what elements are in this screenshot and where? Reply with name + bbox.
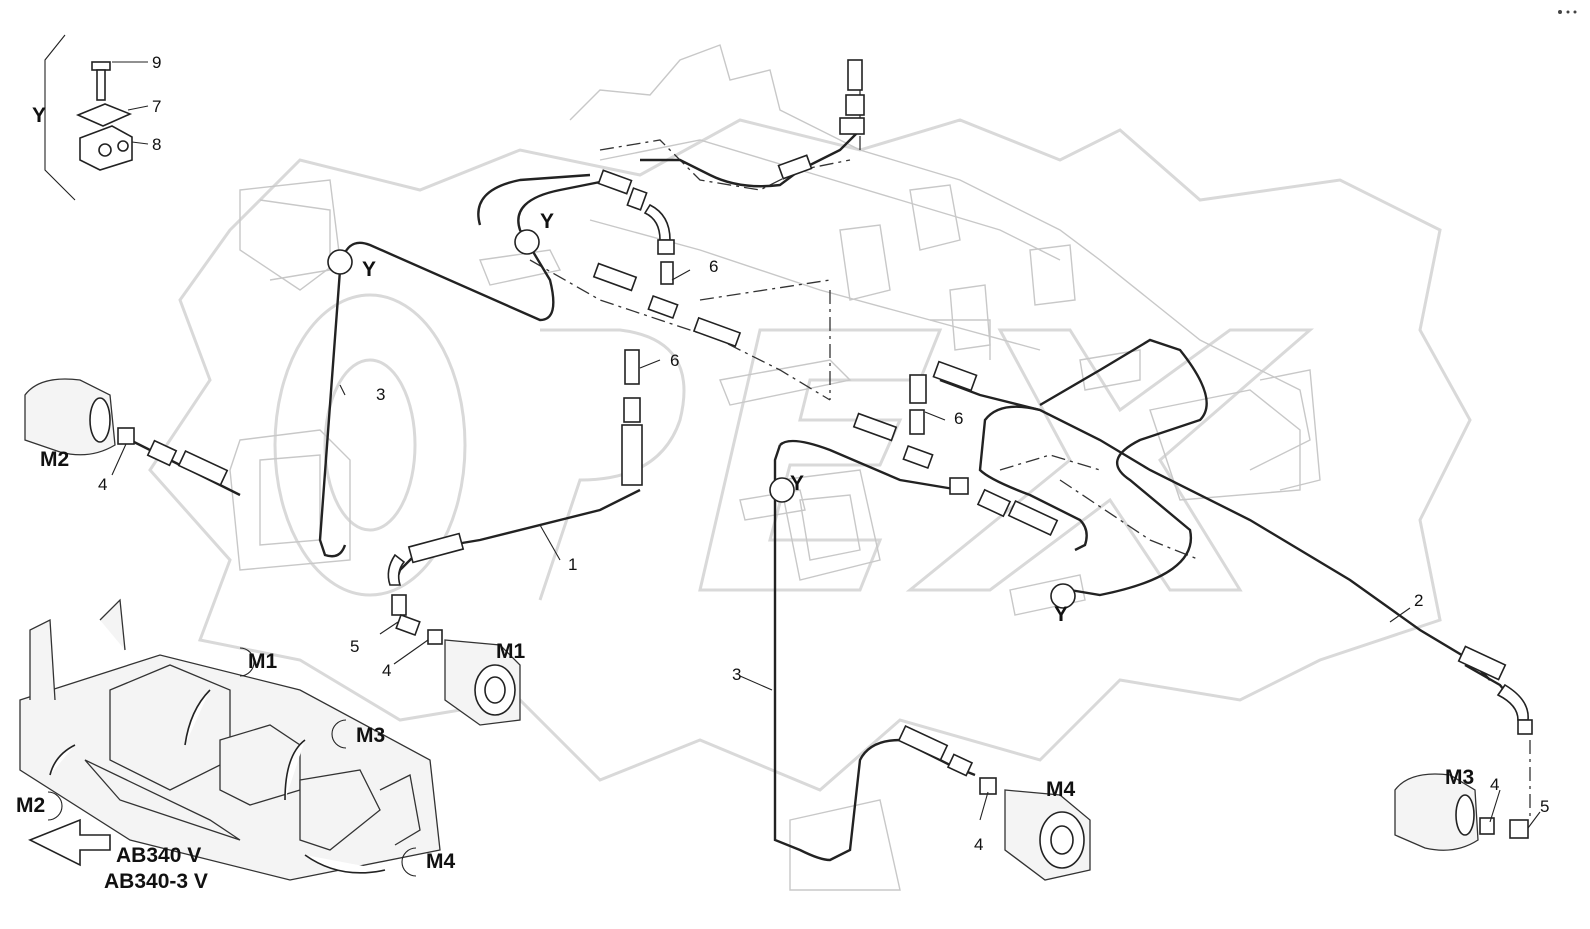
part-number-3: 3 (732, 665, 741, 684)
hose-3-down (773, 444, 901, 862)
part-number-4: 4 (974, 835, 983, 854)
model-label-1: AB340 V (116, 844, 201, 867)
motor-m2 (24, 378, 116, 456)
motor-m3 (1394, 773, 1479, 851)
hose-y-loop (1039, 338, 1208, 597)
model-label-2: AB340-3 V (104, 870, 208, 893)
clamp-label-y: Y (790, 472, 804, 495)
hose-1 (393, 488, 641, 586)
clamp-label-y: Y (1054, 603, 1068, 626)
hose-line-top (477, 173, 591, 226)
detail-part-9: 9 (152, 53, 161, 72)
overview-label-m1: M1 (248, 650, 277, 673)
hose-right-loop (978, 405, 1088, 552)
machine-frame (229, 44, 1321, 891)
part-number-5: 5 (1540, 797, 1549, 816)
part-number-4: 4 (1490, 775, 1499, 794)
overview-machine (19, 598, 441, 881)
part-number-2: 2 (1414, 591, 1423, 610)
clamp-label-y: Y (362, 258, 376, 281)
hose-2 (939, 378, 1491, 681)
part-number-4: 4 (98, 475, 107, 494)
part-number-4: 4 (382, 661, 391, 680)
overview-label-m2: M2 (16, 794, 45, 817)
leader-lines (111, 269, 1541, 829)
hose-3-lower (779, 439, 961, 492)
part-number-6: 6 (954, 409, 963, 428)
overview-label-m3: M3 (356, 724, 385, 747)
detail-part-8: 8 (152, 135, 161, 154)
detail-part-7: 7 (152, 97, 161, 116)
motor-m1 (444, 639, 521, 726)
detail-y-label: Y (32, 104, 46, 127)
part-number-1: 1 (568, 555, 577, 574)
corner-mark (1558, 10, 1577, 14)
hose-3-upper (318, 180, 601, 558)
part-number-6: 6 (670, 351, 679, 370)
clamp-points (327, 229, 1076, 609)
motor-label-m1: M1 (496, 640, 525, 663)
watermark (148, 118, 1472, 792)
motor-label-m3: M3 (1445, 766, 1474, 789)
motor-m4 (1004, 789, 1091, 881)
overview-label-m4: M4 (426, 850, 455, 873)
detail-y (44, 34, 149, 201)
part-number-5: 5 (350, 637, 359, 656)
part-number-6: 6 (709, 257, 718, 276)
part-number-3: 3 (376, 385, 385, 404)
motor-label-m2: M2 (40, 448, 69, 471)
reference-lines (529, 60, 1531, 820)
clamp-label-y: Y (540, 210, 554, 233)
motor-label-m4: M4 (1046, 778, 1075, 801)
fittings (117, 59, 1533, 839)
